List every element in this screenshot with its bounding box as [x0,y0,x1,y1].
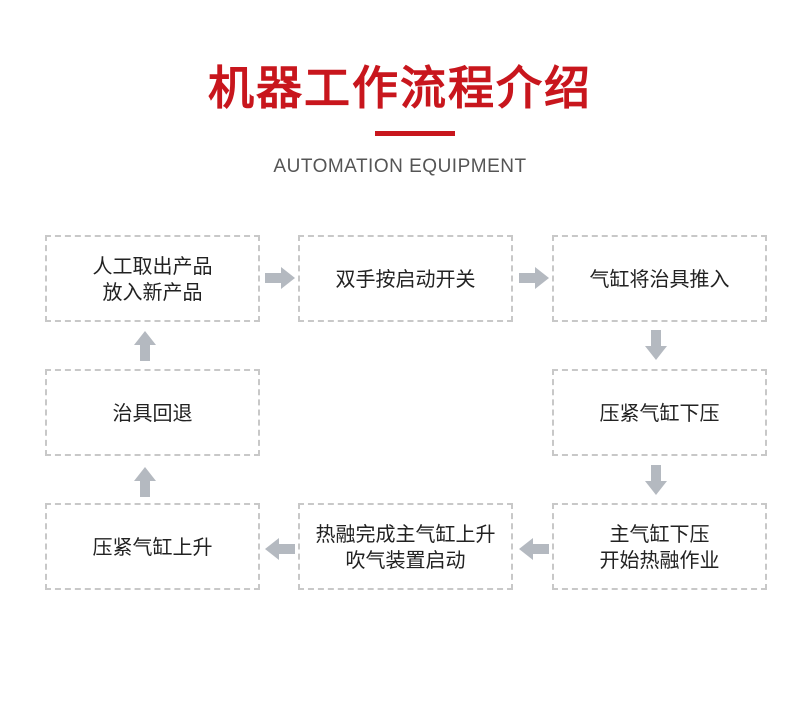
step-label: 治具回退 [112,400,193,425]
step-label: 主气缸下压 开始热融作业 [599,521,720,572]
step-label: 双手按启动开关 [335,266,476,291]
step-label: 热融完成主气缸上升 吹气装置启动 [315,521,496,572]
step-label: 压紧气缸下压 [599,400,720,425]
step-label: 人工取出产品 放入新产品 [92,253,213,304]
arrow-left-icon [265,538,295,560]
arrow-up-icon [134,331,156,361]
page-subtitle: AUTOMATION EQUIPMENT [273,156,527,177]
arrow-left-icon [519,538,549,560]
title-underline [375,131,455,136]
arrow-down-icon [645,465,667,495]
step-clamp-cylinder-up: 压紧气缸上升 [45,503,260,590]
step-press-start-switch: 双手按启动开关 [298,235,513,322]
step-cylinder-push-fixture: 气缸将治具推入 [552,235,767,322]
arrow-down-icon [645,330,667,360]
step-fixture-retreat: 治具回退 [45,369,260,456]
arrow-right-icon [519,267,549,289]
step-main-cylinder-hot-melt: 主气缸下压 开始热融作业 [552,503,767,590]
page-title: 机器工作流程介绍 [208,61,592,115]
arrow-up-icon [134,467,156,497]
step-label: 气缸将治具推入 [589,266,730,291]
step-take-out-product: 人工取出产品 放入新产品 [45,235,260,322]
arrow-right-icon [265,267,295,289]
step-clamp-cylinder-down: 压紧气缸下压 [552,369,767,456]
step-label: 压紧气缸上升 [92,534,213,559]
step-main-cylinder-up-blow: 热融完成主气缸上升 吹气装置启动 [298,503,513,590]
